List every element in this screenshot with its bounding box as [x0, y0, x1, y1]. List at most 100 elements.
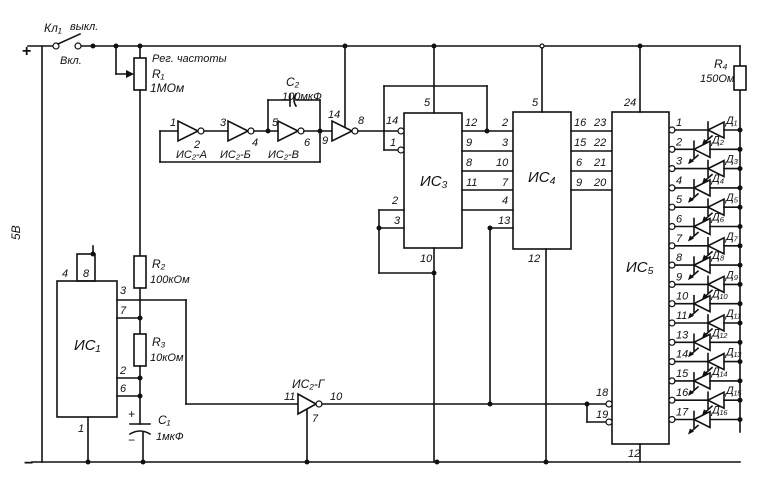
- ic5-output-label: 14: [676, 349, 688, 361]
- ic2-oscillator: [159, 43, 385, 163]
- ic3-pin10: 10: [420, 253, 433, 265]
- ic4-pin7: 7: [502, 177, 509, 189]
- ic4-pin13: 13: [498, 215, 511, 227]
- ic2v-in: 5: [272, 117, 279, 129]
- ic2b-name: ИС₂-Б: [220, 149, 251, 161]
- switch-kl1[interactable]: [52, 32, 82, 50]
- led-diode-icon: [692, 333, 711, 352]
- ic1-pin1: 1: [78, 423, 84, 435]
- ic5-output-pin: [668, 261, 676, 269]
- switch-name: Кл₁: [44, 21, 62, 35]
- led-diode-icon: [692, 178, 711, 198]
- ic2g-in: 11: [284, 391, 295, 403]
- ic3-pin11: 11: [466, 177, 477, 189]
- ic3-pin5: 5: [424, 97, 431, 109]
- ic5-pin22: 22: [593, 137, 606, 149]
- ic3-pin14: 14: [386, 115, 398, 127]
- ic2v-name: ИС₂-В: [268, 149, 299, 161]
- ic5-output-label: 7: [676, 233, 683, 245]
- ic5-output-label: 1: [676, 117, 682, 129]
- ic2a-name: ИС₂-А: [176, 149, 207, 161]
- ic5-pin18: 18: [596, 387, 609, 399]
- led-row: 16 Д₁₅: [668, 385, 743, 416]
- ic3-pin12: 12: [465, 117, 477, 129]
- ic5-output-pin: [668, 184, 676, 192]
- ic5-output-label: 10: [676, 291, 689, 303]
- ic1-pin4: 4: [62, 268, 68, 280]
- resistor-r2: [133, 255, 147, 289]
- ic5-output-pin: [668, 222, 676, 231]
- led-label: Д₉: [724, 269, 739, 281]
- r2-value: 100кОм: [150, 274, 190, 286]
- ic4-pin15: 15: [574, 137, 587, 149]
- ic5-output-label: 2: [675, 136, 682, 148]
- ic5-pin21: 21: [593, 157, 606, 169]
- led-label: Д₁₅: [724, 385, 742, 397]
- ic5-output-label: 3: [676, 156, 683, 168]
- junctions: [85, 43, 643, 465]
- ic2-gate4-in: 9: [322, 135, 328, 147]
- resistor-r4: [733, 65, 747, 91]
- ic1-block: [56, 280, 118, 418]
- inverter-ic2-9-8: [331, 119, 354, 143]
- c1-name: C₁: [158, 413, 171, 427]
- led-diode-icon: [692, 255, 711, 275]
- r1-value: 1МОм: [150, 81, 184, 95]
- ic4-pin2: 2: [501, 117, 508, 129]
- ic5-output-label: 9: [676, 271, 682, 283]
- r1-name: R₁: [152, 67, 165, 81]
- ic3-pin9: 9: [466, 137, 472, 149]
- ic4-pin5: 5: [532, 97, 539, 109]
- switch-off-label: выкл.: [70, 21, 98, 33]
- led-row: 9 Д₉: [668, 269, 743, 300]
- led-diode-icon: [692, 410, 711, 429]
- ic4-pin10: 10: [496, 157, 509, 169]
- ic5-output-label: 11: [676, 310, 687, 322]
- ic5-output-label: 15: [676, 368, 689, 380]
- ic5-output-pin: [668, 415, 676, 424]
- switch-on-label: Вкл.: [60, 55, 82, 67]
- ic1-pin3: 3: [120, 285, 127, 297]
- ic5-output-pin: [668, 242, 676, 250]
- r4-value: 150Ом: [700, 73, 735, 85]
- led-label: Д₈: [710, 250, 725, 262]
- ic2b-in: 3: [220, 117, 227, 129]
- ic5-output-pin: [668, 396, 676, 404]
- ic5-output-label: 16: [676, 387, 689, 399]
- ic1-pin8: 8: [83, 268, 90, 280]
- inverter-ic2b: [227, 119, 250, 143]
- ic5-pin20: 20: [593, 177, 607, 189]
- ic2g-name: ИС₂-Г: [292, 377, 326, 391]
- ic5-output-pin: [668, 300, 676, 308]
- led-diode-icon: [692, 294, 711, 313]
- c1-plus: +: [128, 407, 135, 421]
- led-diode-icon: [692, 140, 711, 159]
- ic5-block: [611, 111, 670, 445]
- ic5-output-pin: [668, 338, 676, 346]
- ic3-pin1: 1: [390, 137, 396, 149]
- ic5-pin12: 12: [628, 448, 640, 460]
- ic5-output-label: 8: [676, 252, 683, 264]
- ic4-pin6: 6: [576, 157, 583, 169]
- ic5-output-pin: [668, 280, 676, 288]
- led-label: Д₁₆: [710, 405, 728, 417]
- ic3-block: [403, 112, 463, 249]
- resistor-r1: [133, 57, 147, 91]
- ic4-pin9: 9: [576, 177, 582, 189]
- inverter-ic2g: [297, 392, 318, 416]
- r2-name: R₂: [152, 257, 166, 271]
- ic4-pin4: 4: [502, 195, 508, 207]
- r4-name: R₄: [714, 57, 728, 71]
- led-label: Д₁₁: [724, 308, 741, 320]
- led-label: Д₁₀: [710, 289, 728, 301]
- ic5-output-pin: [668, 145, 676, 153]
- ic3-pin8: 8: [466, 157, 473, 169]
